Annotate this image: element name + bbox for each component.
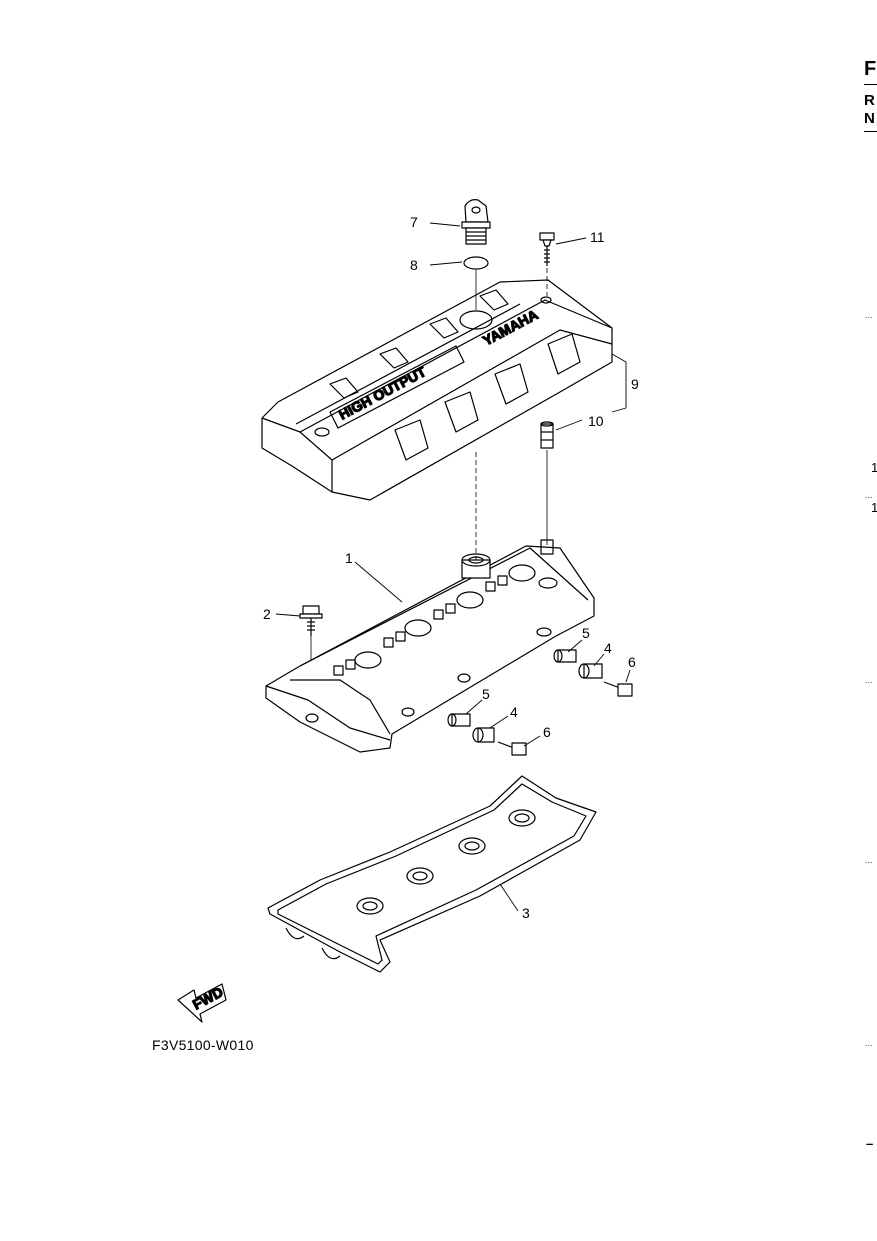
callout-11: 11 [590, 229, 605, 245]
edge-dash: ... [865, 1038, 873, 1048]
callout-2: 2 [263, 606, 271, 622]
callout-6-upper: 6 [628, 654, 636, 670]
edge-number: 1 [871, 500, 877, 515]
grommet-part-4-upper [578, 663, 603, 679]
callout-1: 1 [345, 550, 353, 566]
fwd-arrow-icon [177, 983, 227, 1023]
gasket-part-3 [267, 775, 597, 973]
grommet-part-10 [540, 421, 554, 449]
cylinder-head-cover-part-1 [265, 539, 595, 753]
edge-dash: ... [865, 310, 873, 320]
o-ring-part-8 [463, 256, 489, 270]
edge-letter-n: N [864, 110, 875, 127]
edge-letter-r: R [864, 92, 875, 109]
callout-7: 7 [410, 214, 418, 230]
figure-code: F3V5100-W010 [152, 1037, 254, 1053]
edge-number: 1 [871, 460, 877, 475]
bolt-part-6-lower [497, 741, 527, 756]
callout-3: 3 [522, 905, 530, 921]
collar-part-5-upper [553, 649, 577, 663]
edge-letter-f: F [864, 58, 877, 80]
top-cover-part-9 [261, 279, 613, 501]
collar-part-5-lower [447, 713, 471, 727]
bolt-part-6-upper [603, 681, 633, 697]
edge-rule [864, 131, 877, 132]
edge-dash: ... [865, 675, 873, 685]
grommet-part-4-lower [472, 727, 495, 743]
edge-rule [864, 84, 877, 85]
leader-lines [275, 222, 631, 912]
screw-part-11 [539, 232, 555, 266]
oil-filler-cap-part-7 [461, 199, 491, 245]
callout-8: 8 [410, 257, 418, 273]
callout-5-upper: 5 [582, 625, 590, 641]
callout-9: 9 [631, 376, 639, 392]
callout-5-lower: 5 [482, 686, 490, 702]
callout-4-lower: 4 [510, 704, 518, 720]
edge-dash: ... [865, 855, 873, 865]
callout-4-upper: 4 [604, 640, 612, 656]
bolt-part-2 [299, 605, 323, 636]
callout-6-lower: 6 [543, 724, 551, 740]
edge-dash: – [866, 1136, 874, 1151]
edge-dash: ... [865, 490, 873, 500]
callout-10: 10 [588, 413, 604, 429]
